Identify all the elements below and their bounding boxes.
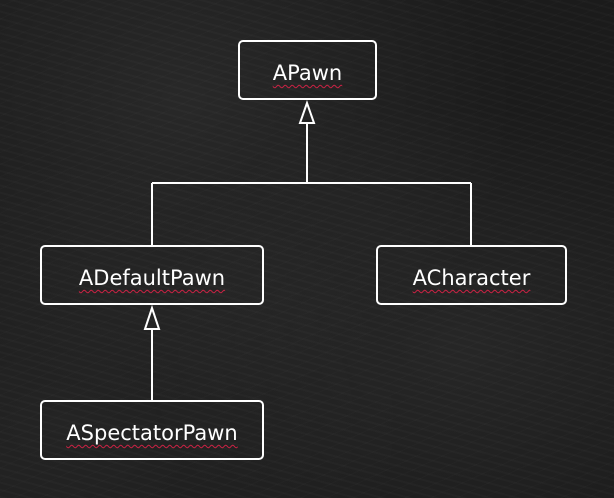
class-label-aspectatorpawn: ASpectatorPawn: [66, 421, 238, 445]
class-label-adefaultpawn: ADefaultPawn: [78, 266, 226, 290]
class-box-apawn[interactable]: APawn: [238, 40, 377, 100]
class-box-aspectatorpawn[interactable]: ASpectatorPawn: [40, 400, 264, 460]
inheritance-arrowhead-adefaultpawn: [143, 304, 161, 330]
inheritance-arrowhead-apawn: [298, 99, 316, 124]
class-box-adefaultpawn[interactable]: ADefaultPawn: [40, 245, 264, 305]
class-label-apawn: APawn: [272, 61, 343, 85]
class-label-acharacter: ACharacter: [412, 266, 531, 290]
class-box-acharacter[interactable]: ACharacter: [376, 245, 567, 305]
